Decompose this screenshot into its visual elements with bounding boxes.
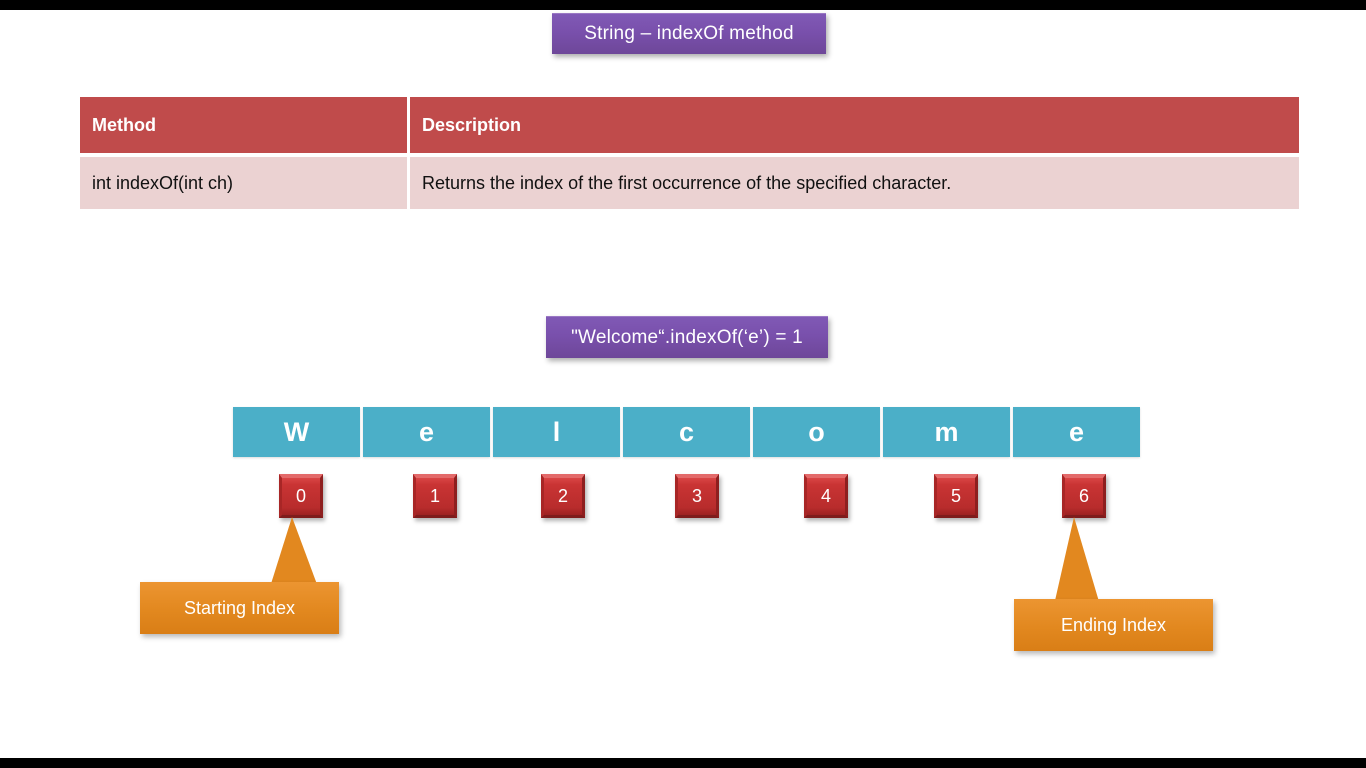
slide-title-banner: String – indexOf method (552, 13, 826, 54)
index-badge: 5 (934, 474, 978, 518)
table-header-method: Method (80, 97, 410, 153)
ending-index-label: Ending Index (1060, 614, 1167, 635)
expression-banner: "Welcome“.indexOf(‘e’) = 1 (546, 316, 828, 358)
table-header-description: Description (410, 97, 1299, 153)
letter-cell: W (233, 407, 360, 457)
string-letter-strip: W e l c o m e (233, 407, 1140, 457)
index-badge: 6 (1062, 474, 1106, 518)
letterbox-bottom-bar (0, 758, 1366, 768)
letter-cell: c (623, 407, 750, 457)
index-badge: 4 (804, 474, 848, 518)
callout-arrow-icon (270, 517, 318, 587)
letter-cell: l (493, 407, 620, 457)
index-badge: 0 (279, 474, 323, 518)
table-cell-method: int indexOf(int ch) (80, 157, 410, 209)
ending-index-callout: Ending Index (1014, 517, 1224, 651)
letter-cell: e (1013, 407, 1140, 457)
index-badge: 2 (541, 474, 585, 518)
starting-index-label: Starting Index (183, 597, 296, 618)
letter-cell: m (883, 407, 1010, 457)
letter-cell: e (363, 407, 490, 457)
table-header-row: Method Description (80, 97, 1299, 153)
table-cell-description: Returns the index of the first occurrenc… (410, 157, 1299, 209)
letterbox-top-bar (0, 0, 1366, 10)
method-table: Method Description int indexOf(int ch) R… (80, 97, 1299, 209)
callout-arrow-icon (1054, 517, 1100, 605)
callout-box: Starting Index (140, 582, 339, 634)
index-badge: 1 (413, 474, 457, 518)
starting-index-callout: Starting Index (140, 517, 350, 634)
letter-cell: o (753, 407, 880, 457)
expression-text: "Welcome“.indexOf(‘e’) = 1 (571, 326, 803, 348)
slide-title-text: String – indexOf method (584, 23, 794, 44)
slide-canvas: String – indexOf method Method Descripti… (0, 10, 1366, 758)
index-badge: 3 (675, 474, 719, 518)
callout-box: Ending Index (1014, 599, 1213, 651)
index-badge-row: 0 1 2 3 4 5 6 (233, 474, 1144, 520)
table-row: int indexOf(int ch) Returns the index of… (80, 157, 1299, 209)
